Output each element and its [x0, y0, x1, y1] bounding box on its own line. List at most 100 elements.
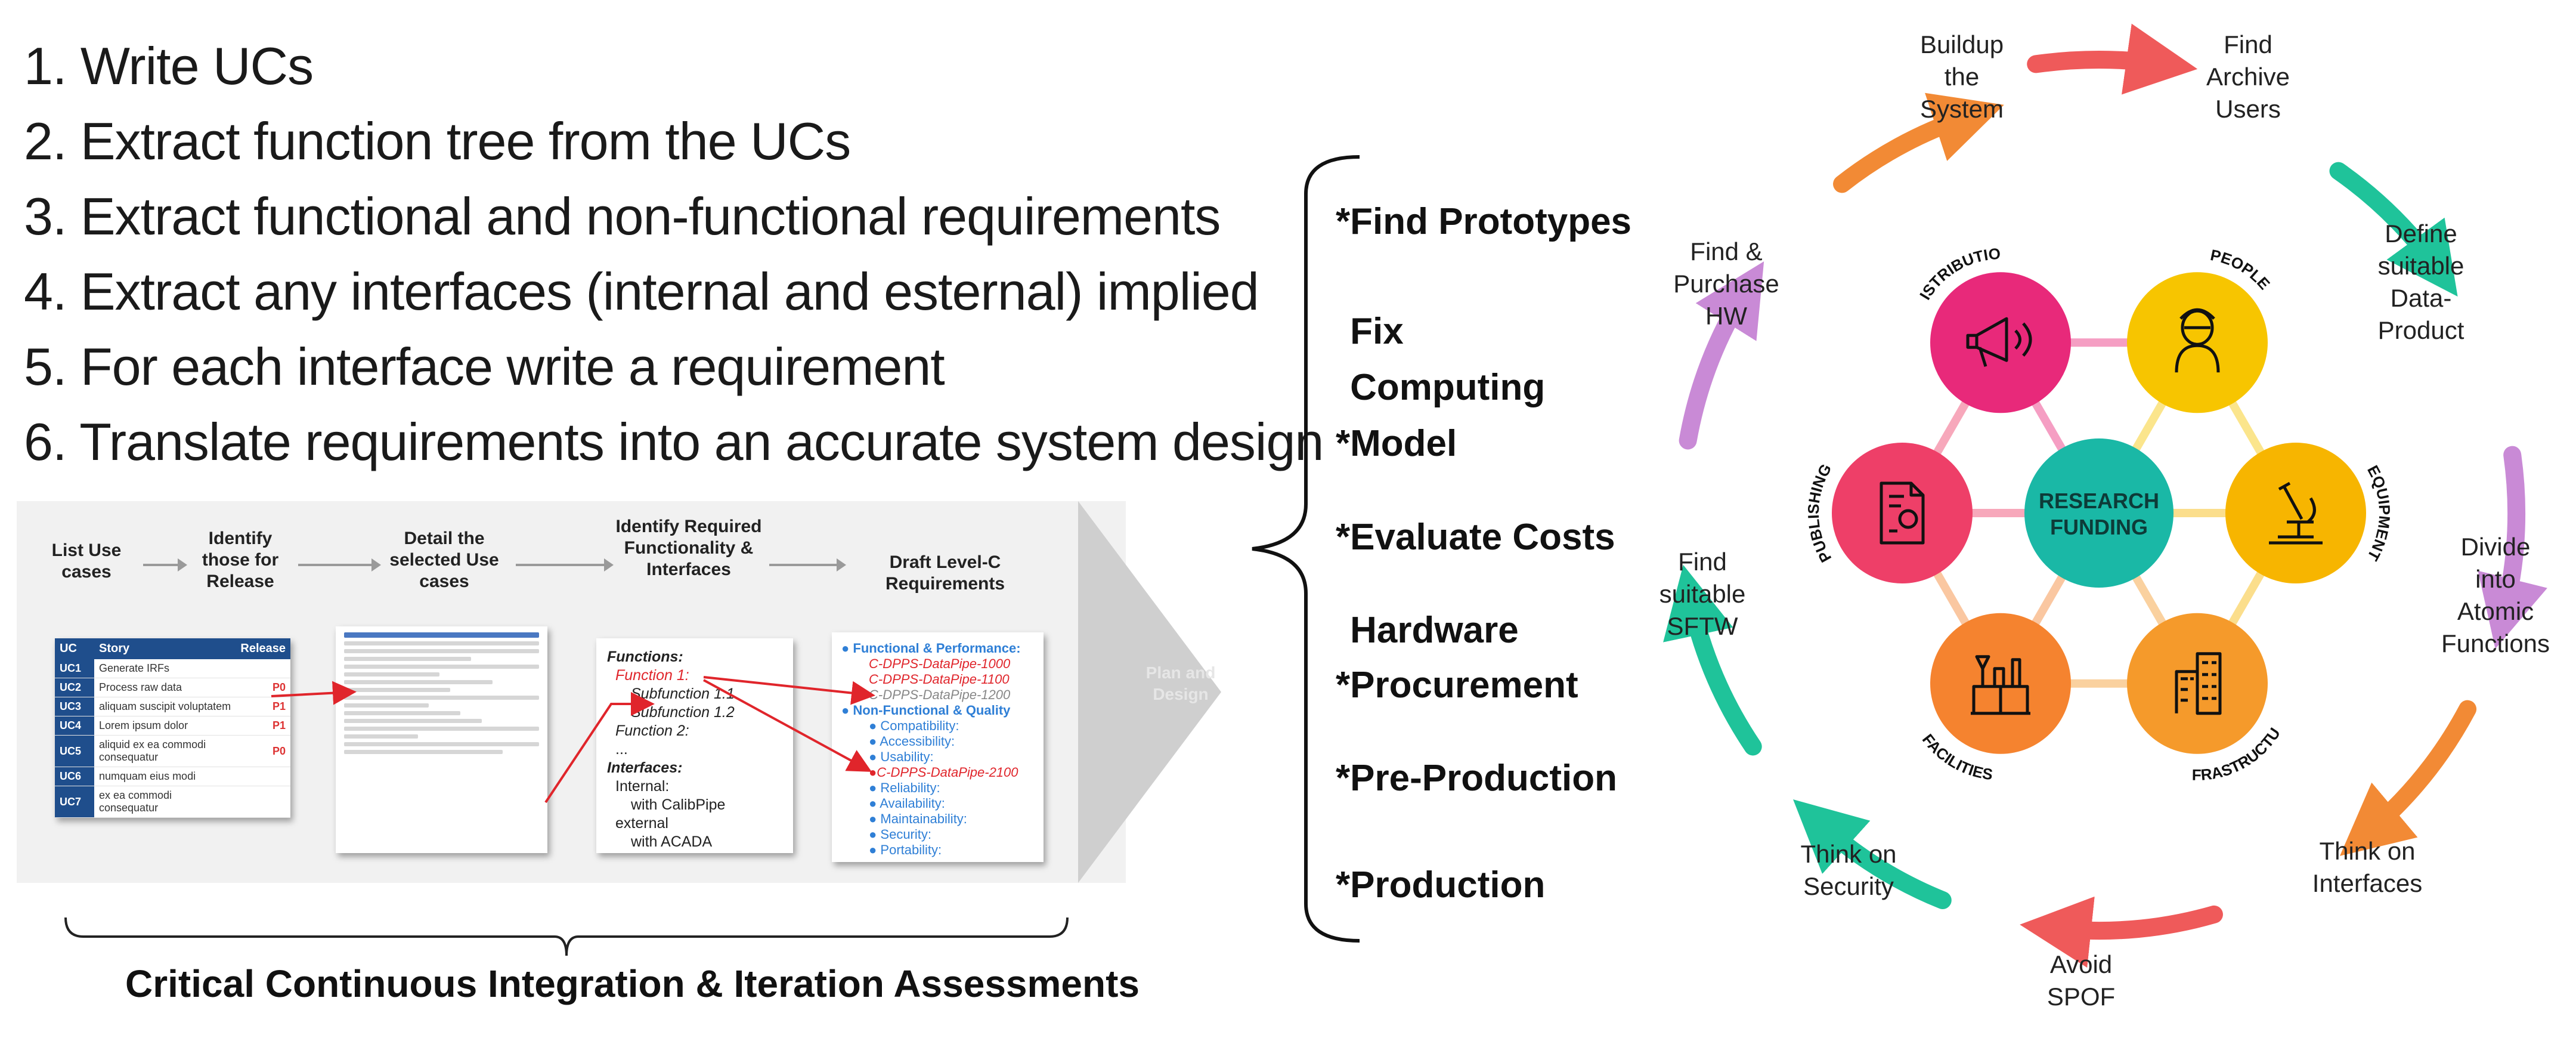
bullet-icon: ●	[869, 734, 880, 749]
document-icon	[1880, 481, 1925, 545]
step-item: 1. Write UCs	[24, 36, 314, 95]
node-label: PUBLISHING	[1804, 461, 1835, 566]
bullet-icon: ●	[841, 703, 853, 718]
requirements-doc: ● Functional & Performance: C-DPPS-DataP…	[832, 632, 1044, 862]
table-cell-id: UC7	[55, 786, 94, 818]
doc-line	[344, 719, 482, 723]
quality-item: Compatibility:	[880, 718, 959, 733]
brace-item: Production	[1350, 864, 1546, 906]
stage-identify-functionality: Identify Required Functionality & Interf…	[615, 517, 762, 579]
interface-external: external	[615, 815, 668, 832]
table-cell-id: UC6	[55, 767, 94, 786]
stage-identify-release: Identify those for Release	[202, 529, 279, 591]
highlight-req: C-DPPS-DataPipe-2100	[877, 765, 1018, 780]
asterisk-icon: *	[1336, 201, 1351, 242]
bullet-icon: ●	[869, 780, 881, 795]
table-cell-story: Process raw data	[94, 678, 236, 697]
cycle-arrow	[2329, 162, 2458, 297]
bullet-icon: ●	[841, 641, 853, 656]
caption: Critical Continuous Integration & Iterat…	[125, 962, 1140, 1005]
cycle-arrow	[2339, 700, 2477, 856]
cycle-arrow	[1663, 564, 1762, 756]
table-cell-release	[236, 767, 290, 786]
brace-item: Hardware Procurement	[1350, 610, 1578, 706]
table-header: Release	[236, 638, 290, 659]
functions-title: Functions:	[607, 648, 683, 665]
flow-arrow	[516, 558, 614, 572]
trace-arrows	[271, 676, 875, 804]
doc-line	[344, 750, 503, 754]
asterisk-icon: *	[1336, 758, 1351, 799]
interface-external-with: with ACADA	[631, 833, 713, 850]
step-item: 3. Extract functional and non-functional…	[24, 187, 1221, 246]
brace-item: Find Prototypes	[1350, 201, 1632, 242]
interface-internal-with: with CalibPipe	[631, 796, 726, 813]
table-cell-story: aliquam suscipit voluptatem	[94, 697, 236, 716]
function-2: Function 2:	[615, 722, 689, 739]
scientist-icon	[2175, 308, 2220, 373]
quality-item: Accessibility:	[880, 734, 955, 749]
node-circle	[1930, 272, 2071, 413]
req-id: C-DPPS-DataPipe-1200	[869, 687, 1011, 702]
cycle-step: Avoid SPOF	[2046, 950, 2116, 1011]
bullet-icon: ●	[869, 796, 880, 811]
trace-arrow	[271, 681, 357, 705]
center-label: RESEARCH	[2039, 489, 2159, 513]
cycle-step: Define suitable Data- Product	[2377, 220, 2464, 344]
table-cell-release	[236, 659, 290, 678]
cycle-step: Find suitable SFTW	[1659, 548, 1746, 640]
cycle-arrow	[1833, 92, 2004, 193]
final-stage-label: Plan and Design	[1145, 663, 1216, 703]
flow-arrow	[769, 558, 846, 572]
asterisk-icon: *	[1336, 864, 1351, 906]
microscope-icon	[2269, 481, 2323, 545]
nonfunctional-heading: Non-Functional & Quality	[853, 703, 1011, 718]
doc-line	[344, 649, 539, 653]
doc-line	[344, 665, 539, 669]
quality-item: Usability:	[880, 749, 934, 764]
doc-line	[344, 657, 471, 661]
step-item: 5. For each interface write a requiremen…	[24, 337, 945, 396]
table-cell-story: numquam eius modi	[94, 767, 236, 786]
table-cell-release: P0	[236, 735, 290, 767]
table-cell-id: UC4	[55, 716, 94, 736]
functional-heading: Functional & Performance:	[853, 641, 1021, 656]
quality-item: Reliability:	[880, 780, 940, 795]
cycle-step: Buildup the System	[1919, 30, 2004, 123]
table-cell-id: UC5	[55, 735, 94, 767]
lab-icon	[1971, 655, 2030, 715]
trace-arrow	[703, 676, 875, 705]
brace-item: Pre-Production	[1350, 758, 1617, 799]
use-case-detail-doc	[336, 626, 547, 853]
megaphone-icon	[1966, 317, 2032, 367]
doc-line	[344, 742, 539, 746]
doc-line	[344, 696, 539, 700]
stage-detail-use-cases: Detail the selected Use cases	[389, 529, 499, 591]
quality-item: Availability:	[880, 796, 945, 811]
function-1: Function 1:	[615, 667, 689, 684]
cycle-step: Find Archive Users	[2206, 30, 2290, 123]
quality-item: Portability:	[880, 842, 942, 857]
cycle-step: Find & Purchase HW	[1673, 237, 1779, 330]
req-id: C-DPPS-DataPipe-1100	[869, 672, 1010, 687]
doc-line	[344, 632, 539, 638]
node-circle	[1930, 613, 2071, 754]
node-equipment: EQUIPMENT	[2225, 443, 2394, 583]
table-cell-id: UC1	[55, 659, 94, 678]
center-label: FUNDING	[2050, 515, 2148, 539]
node-circle	[2127, 272, 2268, 413]
table-cell-release	[236, 786, 290, 818]
cycle-arrow	[1793, 799, 1952, 910]
doc-line	[344, 703, 429, 708]
curly-brace	[1252, 155, 1360, 943]
cycle-arrow	[2478, 446, 2547, 649]
quality-item: Security:	[880, 827, 931, 842]
bullet-icon: ●	[869, 842, 881, 857]
asterisk-icon: *	[1336, 423, 1351, 464]
functions-doc: Functions: Function 1: Subfunction 1.1 S…	[596, 638, 793, 853]
node-label: EQUIPMENT	[2364, 462, 2394, 564]
functions-ellipsis: ...	[615, 741, 628, 758]
